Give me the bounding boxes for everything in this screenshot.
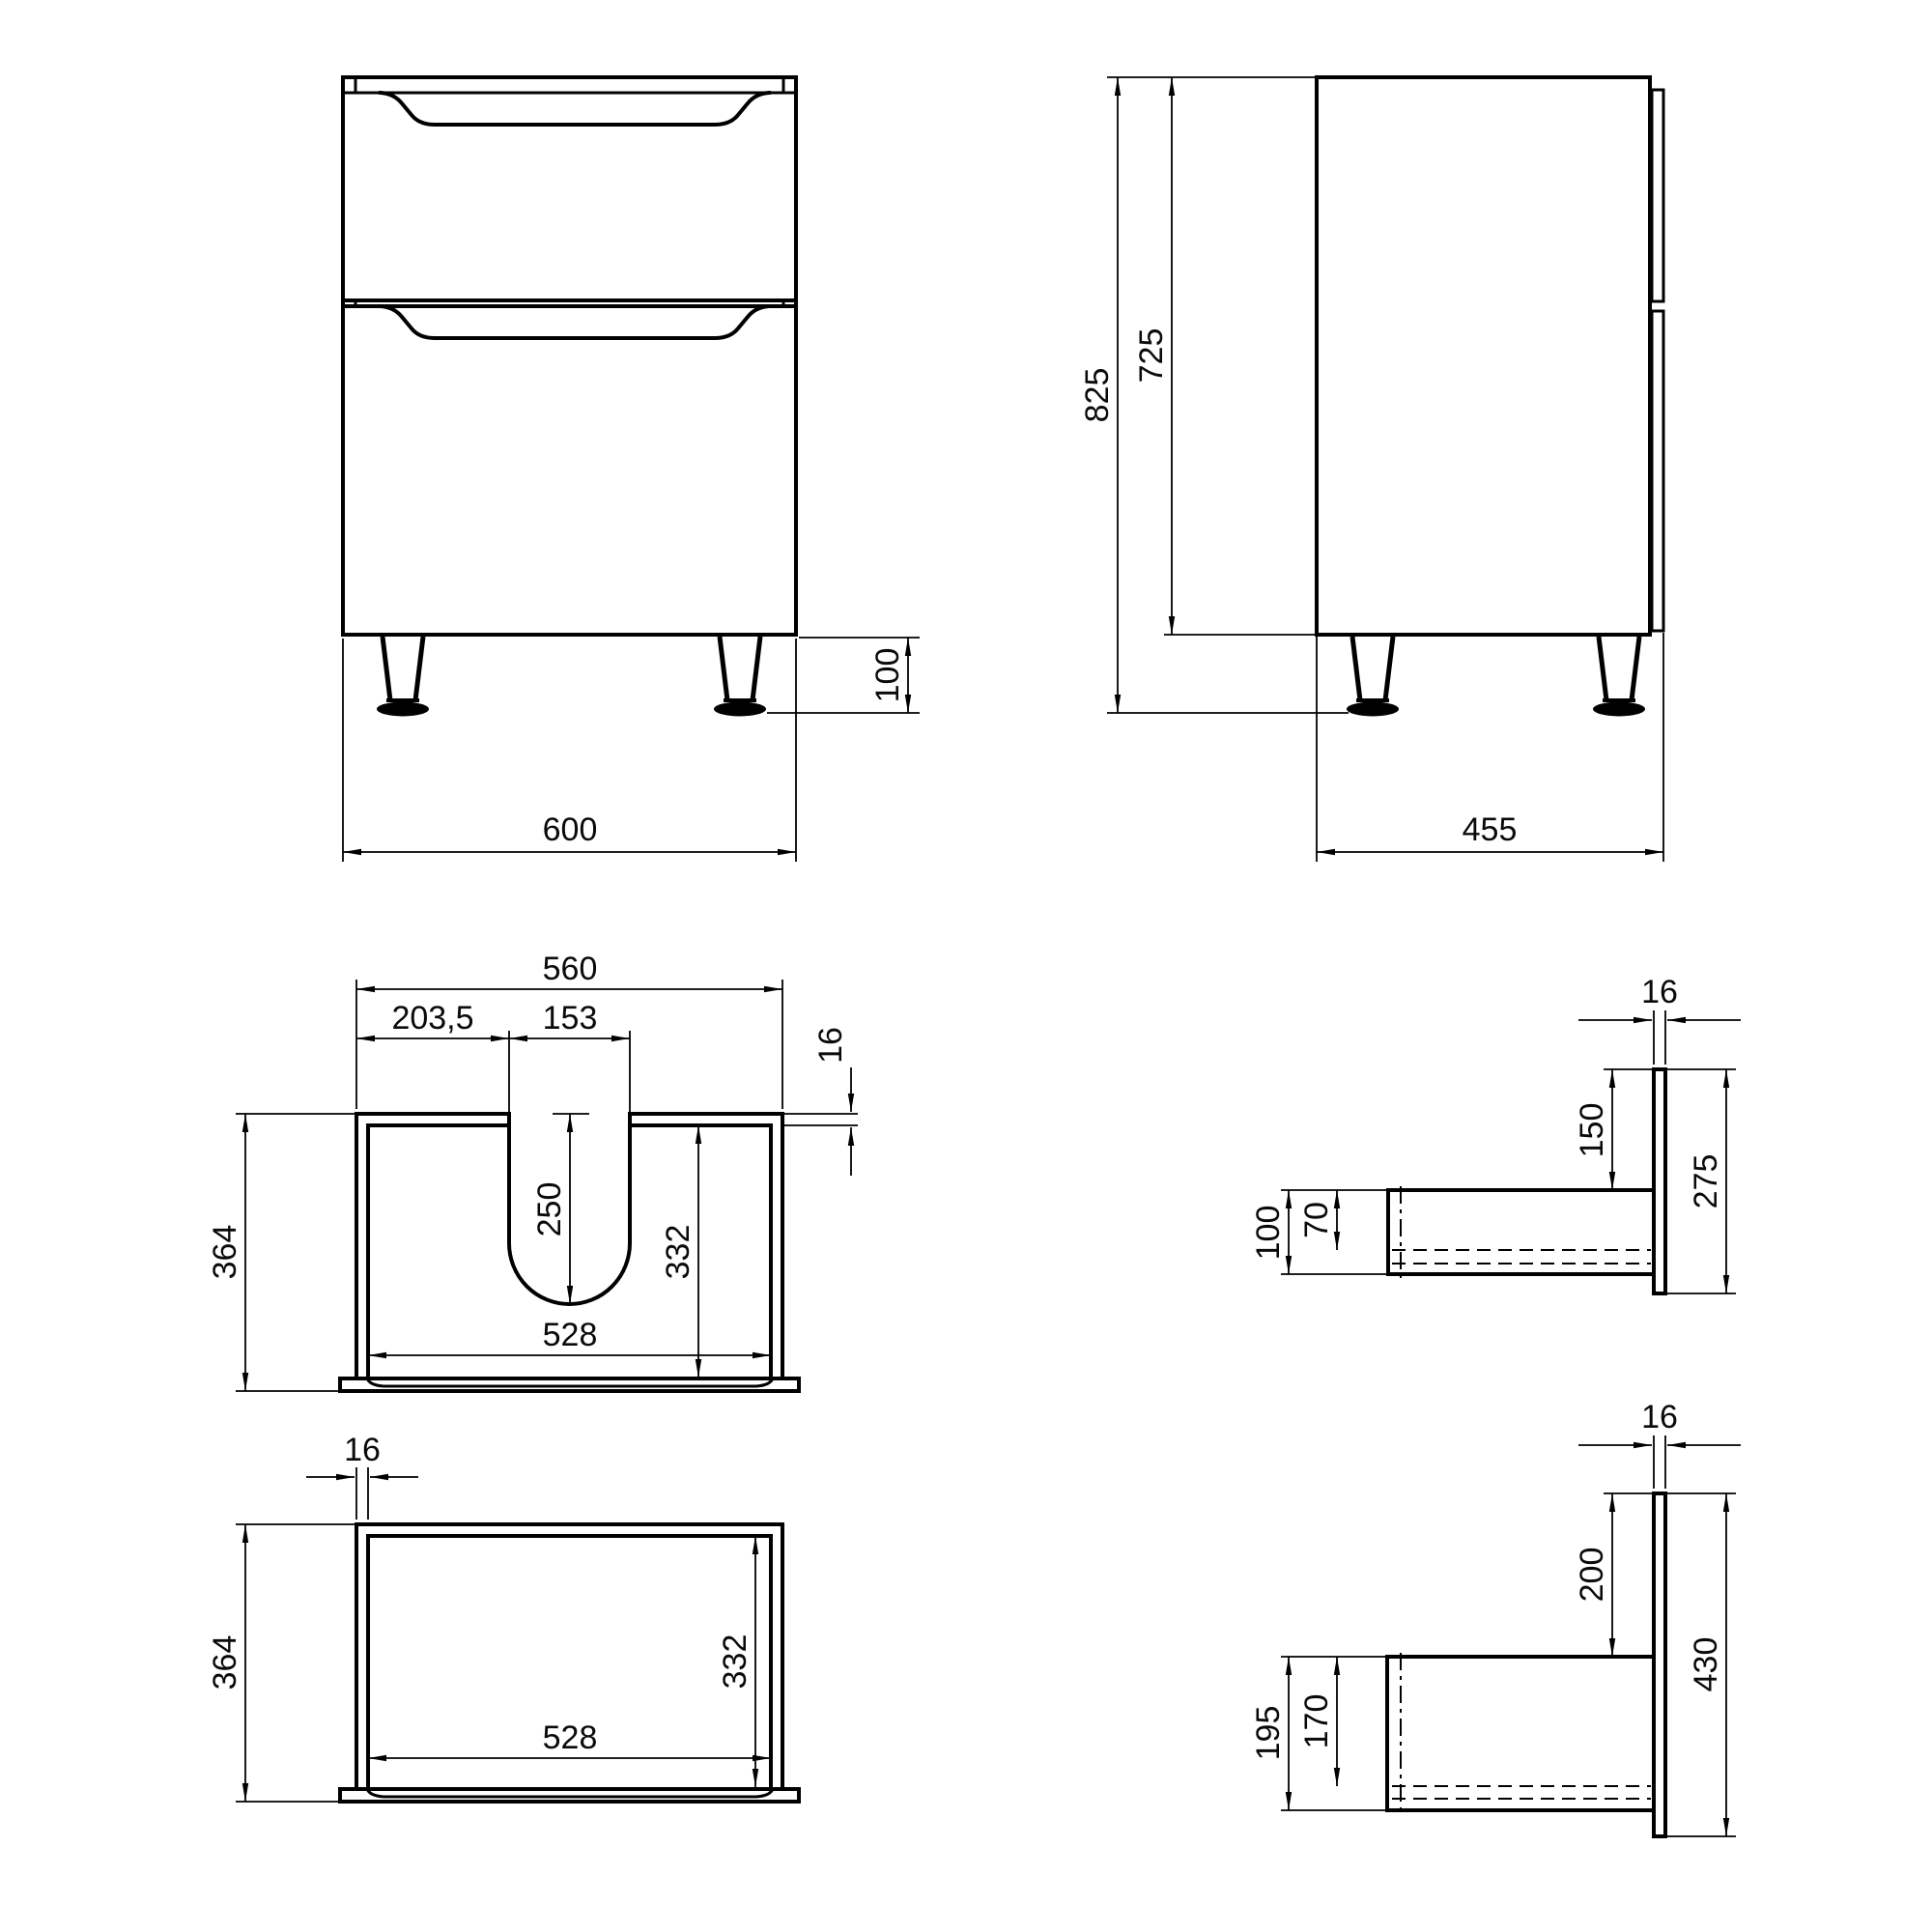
dim-label-wall-thickness-upper: 16 — [812, 1027, 849, 1064]
dimension-body-height: 725 — [1133, 77, 1315, 636]
dim-label-cutout-width: 153 — [543, 1000, 598, 1037]
upper-drawer-side-section: 16 150 275 100 70 — [1250, 974, 1741, 1295]
dim-label-drawer-depth-upper: 364 — [207, 1225, 243, 1280]
dim-label-wall-thickness-lower: 16 — [344, 1432, 381, 1468]
lower-drawer-front-edge — [1650, 309, 1665, 633]
side-view: 825 725 455 — [1079, 75, 1665, 862]
right-foot — [714, 701, 766, 717]
front-left-leg — [377, 636, 429, 717]
cabinet-outline — [341, 75, 798, 637]
dim-label-cutout-depth: 250 — [531, 1182, 568, 1237]
dimension-wall-thickness-upper: 16 — [784, 1027, 858, 1176]
dim-label-lower-box-inner-height: 170 — [1298, 1694, 1335, 1749]
dim-label-lower-front-top-offset: 200 — [1574, 1548, 1610, 1603]
dim-label-inner-depth-lower: 332 — [717, 1634, 753, 1690]
dimension-lower-front-top-offset: 200 — [1574, 1492, 1652, 1657]
dimension-lower-box-height: 195 — [1250, 1656, 1385, 1811]
dimension-lower-box-inner-height: 170 — [1298, 1657, 1341, 1786]
dim-label-cutout-offset: 203,5 — [391, 1000, 473, 1037]
dimension-upper-front-height: 275 — [1667, 1068, 1736, 1294]
dimension-inner-depth-upper: 332 — [660, 1125, 702, 1378]
dimension-cutout-offset: 203,5 — [356, 1000, 631, 1112]
upper-drawer-handle-groove — [378, 90, 772, 127]
dimension-leg-height: 100 — [767, 637, 920, 714]
dimension-front-width: 600 — [342, 639, 797, 862]
front-right-leg — [714, 636, 766, 717]
upper-drawer-top-view: 560 203,5 153 16 364 — [207, 951, 858, 1393]
dimension-total-height: 825 — [1079, 76, 1349, 714]
left-foot — [377, 701, 429, 717]
lower-drawer-top-view: 16 364 332 528 — [207, 1432, 801, 1804]
dim-label-drawer-width: 560 — [543, 951, 598, 987]
dim-label-front-width: 600 — [543, 811, 598, 848]
dimension-lower-front-thickness: 16 — [1578, 1399, 1741, 1489]
side-right-leg — [1593, 636, 1645, 717]
upper-drawer-front-edge — [1650, 88, 1665, 303]
dim-label-upper-front-thickness: 16 — [1641, 974, 1678, 1010]
dim-label-upper-front-height: 275 — [1688, 1154, 1724, 1209]
upper-front-panel-profile — [1652, 1067, 1667, 1295]
dimension-depth: 455 — [1316, 633, 1664, 862]
dimension-cutout-width: 153 — [509, 1000, 630, 1042]
dim-label-inner-width-upper: 528 — [543, 1317, 598, 1353]
dim-label-lower-front-thickness: 16 — [1641, 1399, 1678, 1435]
side-left-leg — [1347, 636, 1399, 717]
side-body-outline — [1315, 75, 1652, 637]
dimension-upper-box-inner-height: 70 — [1298, 1190, 1341, 1250]
dim-label-drawer-depth-lower: 364 — [207, 1635, 243, 1690]
dim-label-body-height: 725 — [1133, 328, 1170, 384]
dimension-lower-front-height: 430 — [1667, 1492, 1736, 1837]
dimension-inner-depth-lower: 332 — [717, 1536, 759, 1787]
front-view: 600 100 — [341, 75, 920, 862]
dim-label-total-height: 825 — [1079, 368, 1116, 423]
dim-label-upper-box-inner-height: 70 — [1298, 1202, 1335, 1238]
lower-drawer-side-section: 16 200 430 195 170 — [1250, 1399, 1741, 1838]
dim-label-lower-box-height: 195 — [1250, 1706, 1287, 1761]
dim-label-depth: 455 — [1463, 811, 1518, 848]
dimension-upper-box-height: 100 — [1250, 1189, 1386, 1275]
dim-label-lower-front-height: 430 — [1688, 1637, 1724, 1692]
dimension-cutout-depth: 250 — [531, 1113, 589, 1304]
dim-label-inner-depth-upper: 332 — [660, 1225, 696, 1280]
dimension-inner-width-upper: 528 — [368, 1317, 771, 1359]
dimension-wall-thickness-lower: 16 — [306, 1432, 418, 1520]
dimension-inner-width-lower: 528 — [368, 1719, 771, 1762]
lower-front-panel-profile — [1652, 1492, 1667, 1838]
dimension-upper-front-top-offset: 150 — [1574, 1068, 1652, 1190]
dim-label-upper-front-top-offset: 150 — [1574, 1103, 1610, 1158]
dim-label-leg-height: 100 — [869, 648, 906, 703]
dim-label-upper-box-height: 100 — [1250, 1206, 1287, 1261]
dimension-drawer-depth-lower: 364 — [207, 1523, 355, 1803]
dimension-drawer-width: 560 — [355, 951, 783, 1109]
lower-drawer-handle-groove — [378, 303, 772, 340]
dimension-drawer-depth-upper: 364 — [207, 1113, 355, 1392]
dimension-upper-front-thickness: 16 — [1578, 974, 1741, 1065]
dim-label-inner-width-lower: 528 — [543, 1719, 598, 1756]
